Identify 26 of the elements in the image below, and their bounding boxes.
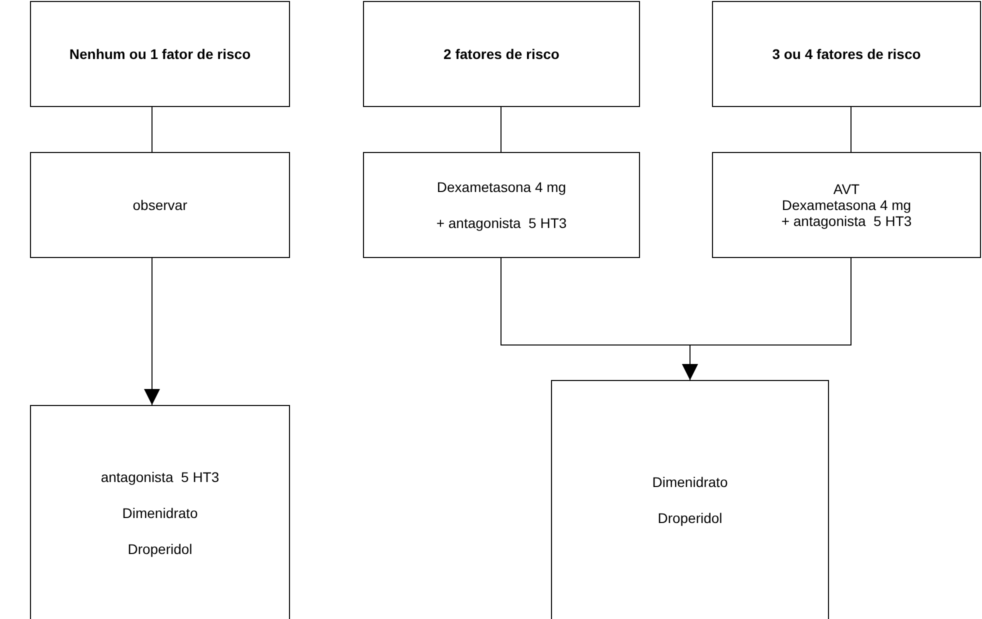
arrow (144, 258, 160, 406)
box-text: + antagonista 5 HT3 (436, 215, 567, 231)
header-box (30, 1, 290, 107)
box-text: 3 ou 4 fatores de risco (772, 46, 921, 62)
box-text: antagonista 5 HT3 (100, 468, 220, 484)
box-text: Droperidol (128, 540, 192, 556)
box-text: Nenhum ou 1 fator de risco (69, 46, 251, 62)
box-text: Dexametasona 4 mg (436, 179, 566, 195)
header-box (363, 1, 640, 107)
header-box (712, 1, 981, 107)
process-box (30, 405, 290, 619)
connector-line (500, 106, 502, 152)
process-box (712, 152, 981, 258)
box-text: observar (132, 197, 188, 213)
process-box (363, 152, 640, 258)
arrow (682, 258, 852, 380)
process-box (551, 380, 829, 619)
box-text: AVT (833, 181, 860, 197)
box-text: Dexametasona 4 mg (782, 197, 912, 213)
box-text: Dimenidrato (652, 474, 728, 490)
box-text: + antagonista 5 HT3 (781, 213, 912, 229)
box-text: Dimenidrato (122, 504, 198, 520)
connector-line (850, 106, 852, 152)
box-text: 2 fatores de risco (444, 46, 560, 62)
box-text: Droperidol (658, 510, 722, 526)
process-box (30, 152, 290, 258)
